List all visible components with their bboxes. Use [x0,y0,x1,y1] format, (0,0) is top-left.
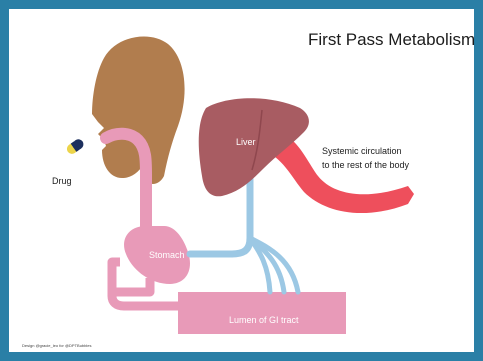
lumen-label: Lumen of GI tract [229,315,299,325]
systemic-circulation-line-2: to the rest of the body [322,158,409,172]
lumen-of-gi-tract-box [178,292,346,334]
stomach-label: Stomach [149,250,185,260]
head-silhouette [92,36,185,184]
drug-pill-icon [65,137,85,156]
drug-label: Drug [52,176,72,186]
systemic-circulation-label: Systemic circulation to the rest of the … [322,144,409,172]
liver-label: Liver [236,137,256,147]
design-credit: Design @gracie_leo for @DPTBubbles [22,343,92,348]
systemic-circulation-line-1: Systemic circulation [322,144,409,158]
page-title: First Pass Metabolism [308,30,475,50]
